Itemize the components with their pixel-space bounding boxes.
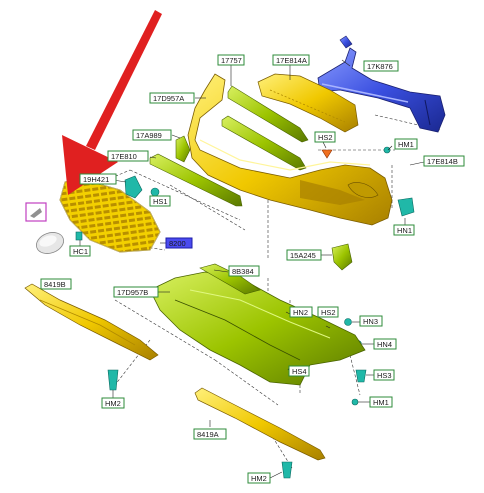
svg-text:HS3: HS3 [377, 371, 392, 380]
svg-text:8419B: 8419B [44, 280, 66, 289]
svg-text:HS1: HS1 [153, 197, 168, 206]
upper-absorber-17E814A [257, 73, 359, 133]
callout-HM2-bottom: HM2 [247, 472, 271, 484]
callout-15A245: 15A245 [286, 249, 322, 261]
svg-text:8419A: 8419A [197, 430, 219, 439]
svg-text:HM2: HM2 [251, 474, 267, 483]
lower-trim-8419B [24, 283, 159, 361]
svg-text:15A245: 15A245 [290, 251, 316, 260]
svg-text:17757: 17757 [221, 56, 242, 65]
fastener-hs2-top [321, 149, 333, 159]
callout-HM1-bottom: HM1 [369, 396, 393, 408]
highlighted-part [25, 202, 47, 222]
callout-HS2-bottom: HS2 [317, 306, 339, 318]
svg-text:17K876: 17K876 [367, 62, 393, 71]
callout-HN3: HN3 [359, 315, 383, 327]
svg-text:HN4: HN4 [377, 340, 392, 349]
strip-17A989 [221, 115, 307, 171]
fastener-hm1-b [351, 398, 359, 406]
callout-17D957A: 17D957A [149, 92, 195, 104]
strip-17757 [227, 85, 309, 143]
callout-HM1-top: HM1 [394, 138, 418, 150]
strip-17E810 [149, 153, 243, 207]
svg-text:HM1: HM1 [398, 140, 414, 149]
fastener-19H421 [124, 175, 143, 199]
callout-17E814B: 17E814B [423, 155, 465, 167]
fastener-hm2-left [107, 369, 119, 391]
callout-17K876: 17K876 [363, 60, 399, 72]
callout-8419B: 8419B [40, 278, 72, 290]
callout-17A989: 17A989 [132, 129, 172, 141]
svg-text:HS4: HS4 [292, 367, 307, 376]
svg-text:HM2: HM2 [105, 399, 121, 408]
svg-text:HN3: HN3 [363, 317, 378, 326]
callout-HN2: HN2 [289, 306, 313, 318]
callout-17E814A: 17E814A [272, 54, 310, 66]
fastener-hn1 [397, 197, 415, 217]
svg-text:19H421: 19H421 [83, 175, 109, 184]
grille-8200 [59, 177, 161, 253]
callout-HS1: HS1 [149, 195, 171, 207]
callout-HS3: HS3 [373, 369, 395, 381]
fastener-hs3 [355, 369, 367, 383]
fastener-hn3 [344, 318, 352, 326]
svg-text:8B384: 8B384 [232, 267, 254, 276]
fastener-hm2-bottom [281, 461, 293, 479]
svg-text:17D957B: 17D957B [117, 288, 148, 297]
red-arrow-indicator [62, 10, 162, 195]
svg-text:17D957A: 17D957A [153, 94, 184, 103]
svg-text:17E814A: 17E814A [276, 56, 307, 65]
callout-HS2-top: HS2 [314, 131, 336, 143]
callout-17D957B: 17D957B [113, 286, 159, 298]
callout-17757: 17757 [217, 54, 245, 66]
fastener-hm1-top [383, 146, 391, 154]
svg-text:17E814B: 17E814B [427, 157, 458, 166]
callout-HS4: HS4 [288, 365, 310, 377]
svg-text:HS2: HS2 [321, 308, 336, 317]
callout-HM2-left: HM2 [101, 397, 125, 409]
callouts: 17757 17E814A 17K876 17D957A 17A989 HS2 … [40, 54, 465, 484]
bracket-small [175, 135, 191, 163]
svg-text:HM1: HM1 [373, 398, 389, 407]
callout-8200: 8200 [165, 237, 193, 249]
fastener-hs1 [150, 187, 160, 197]
callout-8B384: 8B384 [228, 265, 260, 277]
callout-8419A: 8419A [193, 428, 227, 440]
lower-trim-8419A [194, 387, 326, 461]
svg-text:8200: 8200 [169, 239, 186, 248]
callout-HN1: HN1 [393, 224, 415, 236]
svg-text:HC1: HC1 [73, 247, 88, 256]
callout-HC1: HC1 [69, 245, 91, 257]
svg-text:17A989: 17A989 [136, 131, 162, 140]
callout-19H421: 19H421 [79, 173, 117, 185]
callout-HN4: HN4 [373, 338, 397, 350]
svg-text:HS2: HS2 [318, 133, 333, 142]
svg-text:HN1: HN1 [397, 226, 412, 235]
svg-text:17E810: 17E810 [111, 152, 137, 161]
svg-text:HN2: HN2 [293, 308, 308, 317]
lower-bumper-17D957B [149, 263, 366, 386]
bracket-15A245 [331, 243, 353, 271]
reinforcement-beam-17K876 [317, 35, 446, 133]
emblem [36, 232, 64, 254]
bumper-cover-upper [187, 73, 393, 226]
callout-17E810: 17E810 [107, 150, 149, 162]
fastener-hc1 [75, 231, 83, 241]
lower-trim-8419B-inner [39, 299, 136, 346]
